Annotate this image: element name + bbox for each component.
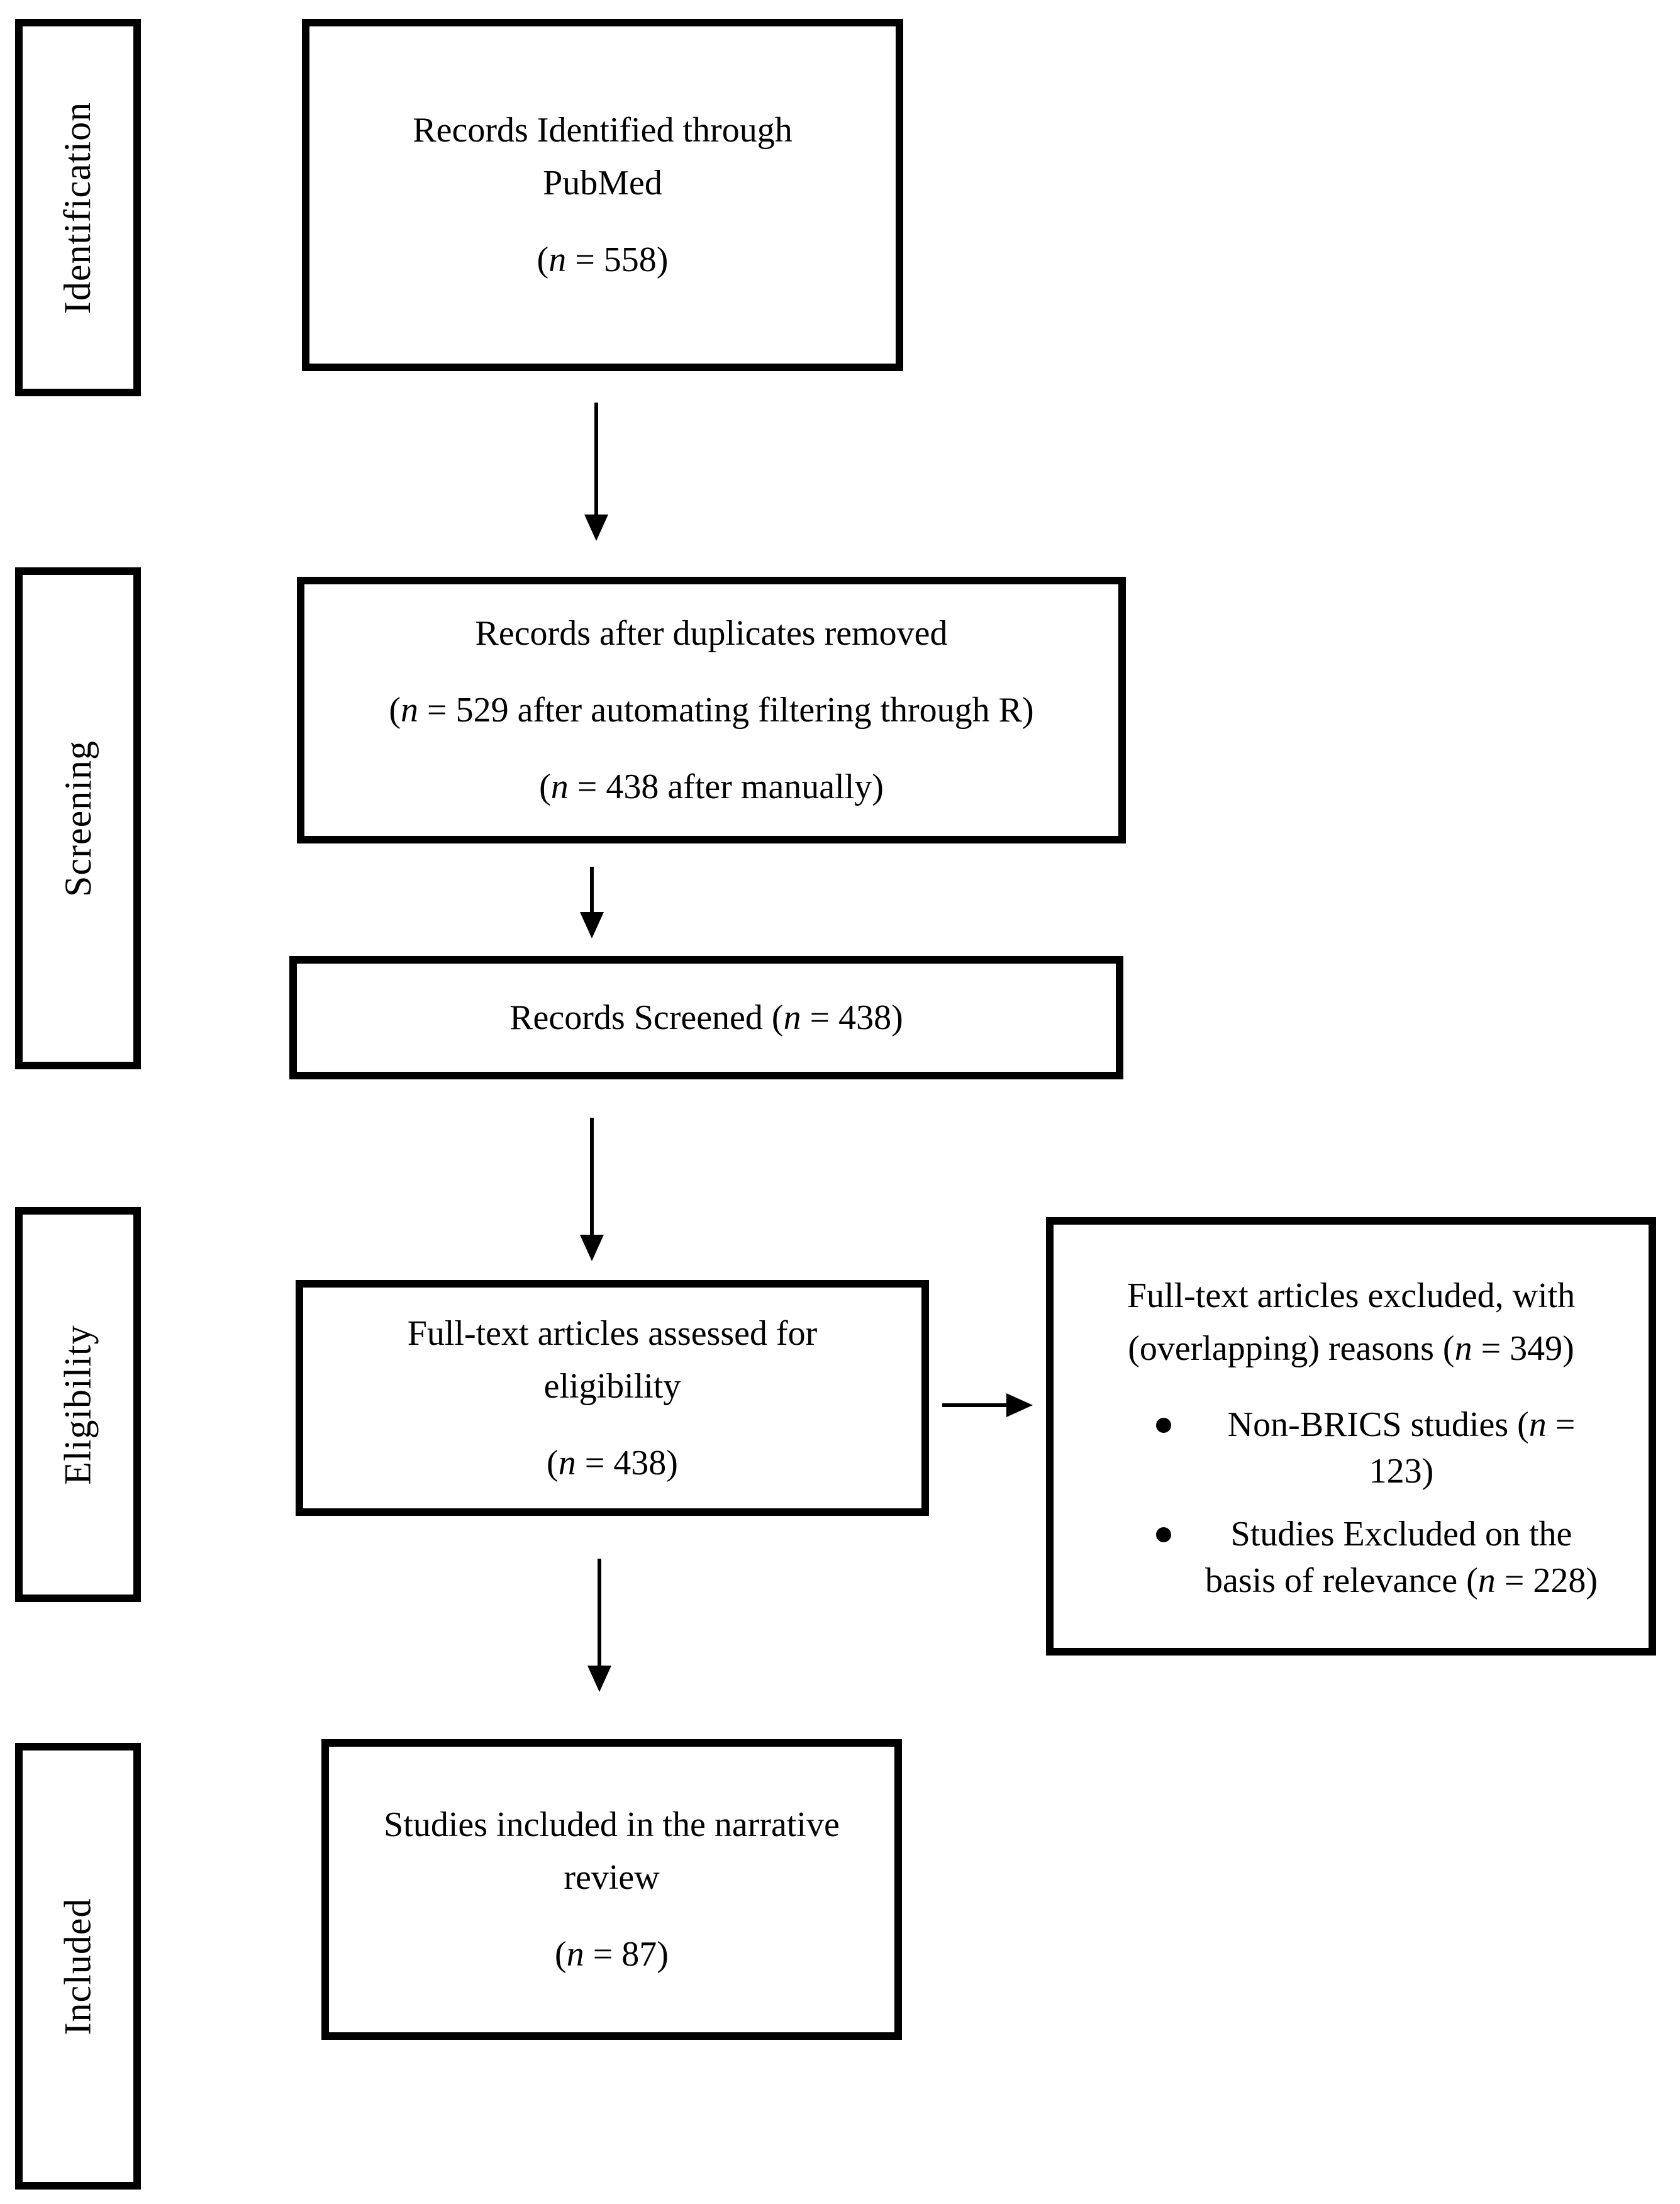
- box-text-line: Full-text articles excluded, with: [1126, 1276, 1576, 1315]
- stage-label: Included: [57, 1898, 99, 2035]
- arrow-line: [942, 1403, 1006, 1407]
- stage-included: Included: [15, 1743, 141, 2190]
- arrow-line: [590, 867, 594, 913]
- arrow-down-icon: [580, 912, 604, 938]
- box-text-line: Full-text articles assessed for: [407, 1313, 818, 1353]
- box-text-line: (overlapping) reasons (n = 349): [1128, 1328, 1574, 1368]
- full-text-assessed-box: Full-text articles assessed for eligibil…: [296, 1280, 929, 1516]
- box-text-line: Records after duplicates removed: [475, 614, 948, 653]
- stage-label: Screening: [57, 740, 99, 897]
- records-screened-box: Records Screened (n = 438): [289, 956, 1123, 1079]
- excluded-reason: Studies Excluded on the basis of relevan…: [1204, 1514, 1598, 1600]
- list-item: Studies Excluded on the basis of relevan…: [1135, 1511, 1611, 1604]
- box-text-line: (n = 438 after manually): [539, 767, 884, 806]
- arrow-line: [590, 1118, 594, 1237]
- arrow-down-icon: [584, 515, 608, 541]
- full-text-excluded-box: Full-text articles excluded, with (overl…: [1046, 1217, 1656, 1656]
- stage-eligibility: Eligibility: [15, 1207, 141, 1602]
- stage-label: Eligibility: [57, 1324, 99, 1485]
- studies-included-box: Studies included in the narrative review…: [321, 1739, 902, 2040]
- record-count: (n = 87): [555, 1935, 669, 1974]
- bullet-dot-icon: [1135, 1511, 1192, 1542]
- list-item: Non-BRICS studies (n = 123): [1135, 1401, 1611, 1494]
- box-text-line: eligibility: [543, 1366, 681, 1406]
- arrow-down-icon: [580, 1235, 604, 1261]
- box-text-line: review: [564, 1858, 660, 1897]
- excluded-header: Full-text articles excluded, with (overl…: [1127, 1269, 1575, 1375]
- stage-screening: Screening: [15, 567, 141, 1069]
- stage-identification: Identification: [15, 19, 141, 396]
- stage-label: Identification: [57, 101, 99, 314]
- arrow-down-icon: [587, 1666, 611, 1692]
- record-count: (n = 438): [547, 1443, 678, 1483]
- duplicates-removed-box: Records after duplicates removed (n = 52…: [297, 577, 1126, 843]
- arrow-line: [594, 403, 598, 516]
- box-text-line: (n = 529 after automating filtering thro…: [389, 691, 1034, 730]
- records-identified-box: Records Identified through PubMed (n = 5…: [302, 19, 903, 371]
- box-text-line: Studies included in the narrative: [384, 1805, 840, 1844]
- excluded-reason: Non-BRICS studies (n = 123): [1227, 1405, 1576, 1491]
- box-text-line: Records Identified through: [413, 111, 793, 150]
- bullet-dot-icon: [1135, 1401, 1192, 1433]
- arrow-line: [598, 1559, 601, 1667]
- excluded-reasons-list: Non-BRICS studies (n = 123) Studies Excl…: [1054, 1401, 1649, 1604]
- box-text-line: Records Screened (n = 438): [509, 998, 903, 1037]
- record-count: (n = 558): [537, 240, 669, 279]
- box-text-line: PubMed: [543, 164, 662, 203]
- arrow-right-icon: [1006, 1393, 1033, 1417]
